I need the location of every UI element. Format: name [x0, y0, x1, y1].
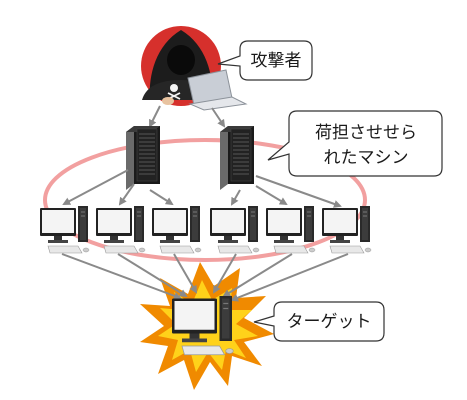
attacker-label: 攻撃者 [251, 51, 302, 71]
attacker-callout: 攻撃者 [217, 40, 313, 81]
desktop-pc-icon [321, 205, 372, 254]
compromised-callout: 荷担させせら れたマシン [267, 110, 443, 177]
desktop-pc-icon [151, 205, 202, 254]
target-callout: ターゲット [253, 301, 385, 342]
desktop-pc-icon [209, 205, 260, 254]
server-arrows [62, 169, 342, 208]
compromised-label-line1: 荷担させせら [315, 123, 417, 143]
hooded-hacker-icon [141, 26, 248, 111]
compromised-label-line2: れたマシン [324, 148, 409, 168]
server-icon [219, 125, 255, 191]
target-label: ターゲット [287, 312, 372, 332]
attacker-arrows [149, 105, 226, 128]
compromised-group-ellipse [43, 138, 367, 262]
attack-arrows [61, 253, 349, 302]
desktop-pc-icon [39, 205, 90, 254]
server-icon [125, 125, 161, 191]
